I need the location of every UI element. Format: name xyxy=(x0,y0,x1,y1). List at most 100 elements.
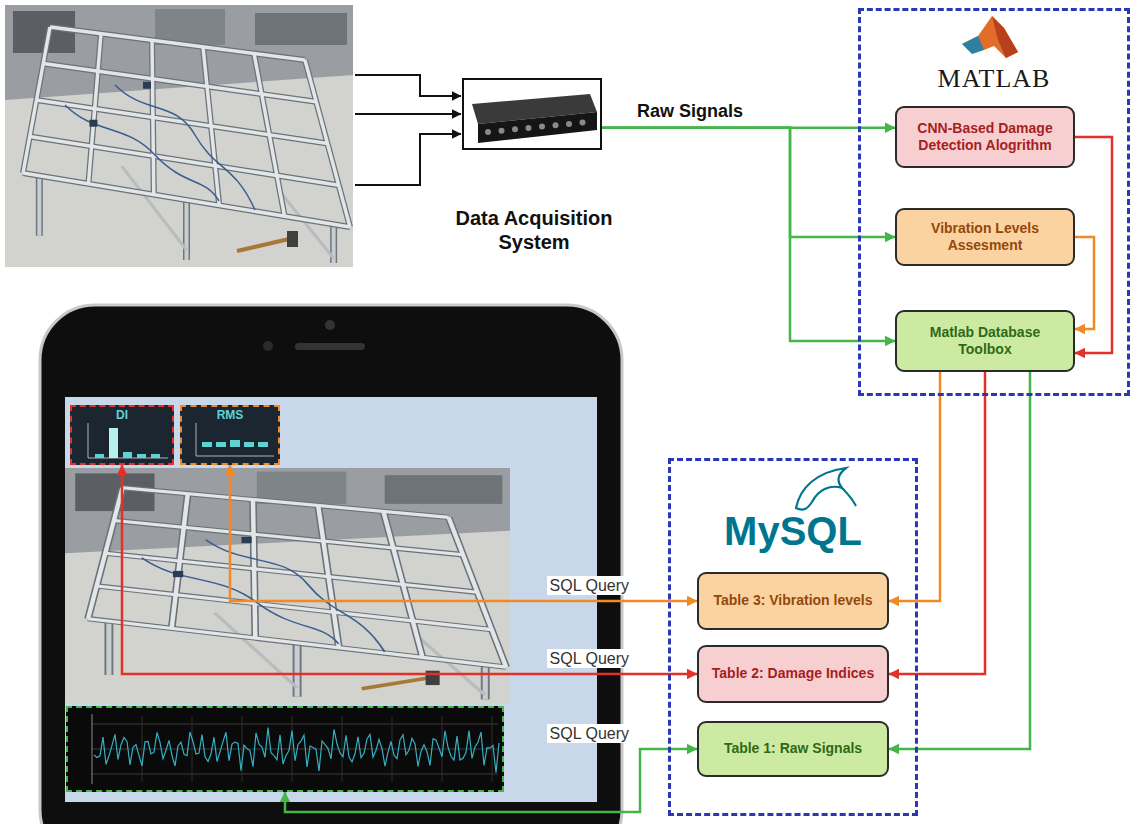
daq-connector xyxy=(539,124,545,130)
signal-chart xyxy=(66,706,504,792)
device-frame: Data Acquisition System xyxy=(462,78,602,150)
sensor xyxy=(241,537,251,543)
frame-beam xyxy=(23,173,350,227)
bar xyxy=(123,452,132,458)
box-label: Table 1: Raw Signals xyxy=(724,740,862,758)
signal-trace xyxy=(94,728,499,773)
frame-beam-edge xyxy=(23,173,350,227)
frame-beam xyxy=(43,64,316,102)
frame-beam-edge xyxy=(88,619,506,667)
sensor-wire-arrow xyxy=(355,113,461,115)
bar xyxy=(244,442,254,447)
chart-axis xyxy=(92,714,93,784)
table-box: Table 3: Vibration levels xyxy=(697,572,889,630)
chart-panel xyxy=(66,706,504,792)
frame-leg xyxy=(183,200,190,260)
frame-beam xyxy=(37,100,328,144)
sensor-cable xyxy=(206,540,385,652)
chart-grid xyxy=(142,716,143,782)
frame-leg xyxy=(293,643,302,697)
chart-axis xyxy=(196,456,274,457)
daq-connector xyxy=(499,128,505,134)
connector-label: Raw Signals xyxy=(634,101,746,123)
matlab-logo xyxy=(962,16,1018,58)
chart-grid xyxy=(92,749,498,750)
box-label: Table 2: Damage Indices xyxy=(712,665,874,683)
widget-title: DI xyxy=(72,408,172,422)
daq-connector xyxy=(566,121,572,127)
lab-wall xyxy=(5,5,353,267)
sensor-wire-arrow xyxy=(355,134,461,185)
connector-arrow xyxy=(1075,237,1094,329)
frame-beam-edge xyxy=(114,520,463,554)
frame-leg xyxy=(104,621,113,675)
box-label: Table 3: Vibration levels xyxy=(714,592,873,610)
frame-beam xyxy=(30,137,339,186)
table-box: Table 2: Damage Indices xyxy=(697,645,889,703)
box-label: Vibration Levels Assesment xyxy=(905,220,1065,255)
chart-grid xyxy=(342,716,343,782)
frame-beam-edge xyxy=(97,586,492,630)
mysql-dolphin xyxy=(796,468,846,510)
frame-beam xyxy=(105,553,477,592)
connector-arrow xyxy=(602,128,895,341)
frame-beam-edge xyxy=(43,64,316,102)
connector-arrow xyxy=(230,465,697,601)
region-title: MATLAB xyxy=(861,65,1127,94)
sensor xyxy=(143,82,151,89)
frame-leg xyxy=(106,621,111,675)
daq-connector xyxy=(580,120,586,126)
frame-leg xyxy=(185,200,189,260)
frame-beam xyxy=(88,619,506,667)
region-title: MySQL xyxy=(671,509,915,553)
connector-label: SQL Query xyxy=(547,576,632,595)
phone-speaker xyxy=(295,343,365,350)
connector-arrow xyxy=(1075,137,1112,353)
mysql-dolphin-tail xyxy=(842,488,856,506)
daq-device-front xyxy=(478,112,597,143)
device-label: Data Acquisition System xyxy=(434,206,634,254)
widget-title: RMS xyxy=(182,408,278,422)
connector-group xyxy=(122,128,1112,812)
sensor-cable xyxy=(65,105,219,201)
bar xyxy=(95,454,104,458)
widget-panel xyxy=(70,405,174,465)
frame-beam-edge xyxy=(50,27,305,60)
connector-arrow xyxy=(122,465,697,674)
box-label: CNN-Based Damage Detection Alogrithm xyxy=(905,120,1065,155)
structure-photo xyxy=(5,5,353,267)
daq-connector xyxy=(553,122,559,128)
chart-axis xyxy=(88,423,89,458)
widget-panel xyxy=(180,405,280,465)
sensor-wire-arrow xyxy=(355,75,461,96)
lab-bench xyxy=(255,13,347,45)
lab-floor xyxy=(65,531,510,703)
lab-floor xyxy=(5,75,353,267)
phone-camera xyxy=(325,320,335,330)
sensor xyxy=(89,120,97,127)
connector-arrow xyxy=(602,128,895,237)
process-box: Vibration Levels Assesment xyxy=(895,208,1075,266)
daq-connector xyxy=(485,129,491,135)
process-box: Matlab Database Toolbox xyxy=(895,310,1075,372)
daq-connector xyxy=(526,125,532,131)
software-region: MATLAB CNN-Based Damage Detection Alogrit… xyxy=(858,8,1130,396)
illustration-layer xyxy=(5,5,1018,824)
bar xyxy=(202,442,212,447)
lab-bench xyxy=(385,475,503,504)
bar xyxy=(137,454,146,458)
matlab-logo-base xyxy=(962,36,984,54)
frame-beam-edge xyxy=(30,137,339,186)
structure-photo-inset xyxy=(65,468,510,703)
hammer-handle xyxy=(362,678,428,689)
frame-beam xyxy=(114,520,463,554)
frame-beam xyxy=(123,488,449,518)
connector-arrow xyxy=(285,749,697,812)
connector-arrow xyxy=(889,372,940,601)
frame-beam-edge xyxy=(37,100,328,144)
frame-leg xyxy=(295,643,300,697)
lab-wall xyxy=(65,468,510,703)
chart-grid xyxy=(292,716,293,782)
